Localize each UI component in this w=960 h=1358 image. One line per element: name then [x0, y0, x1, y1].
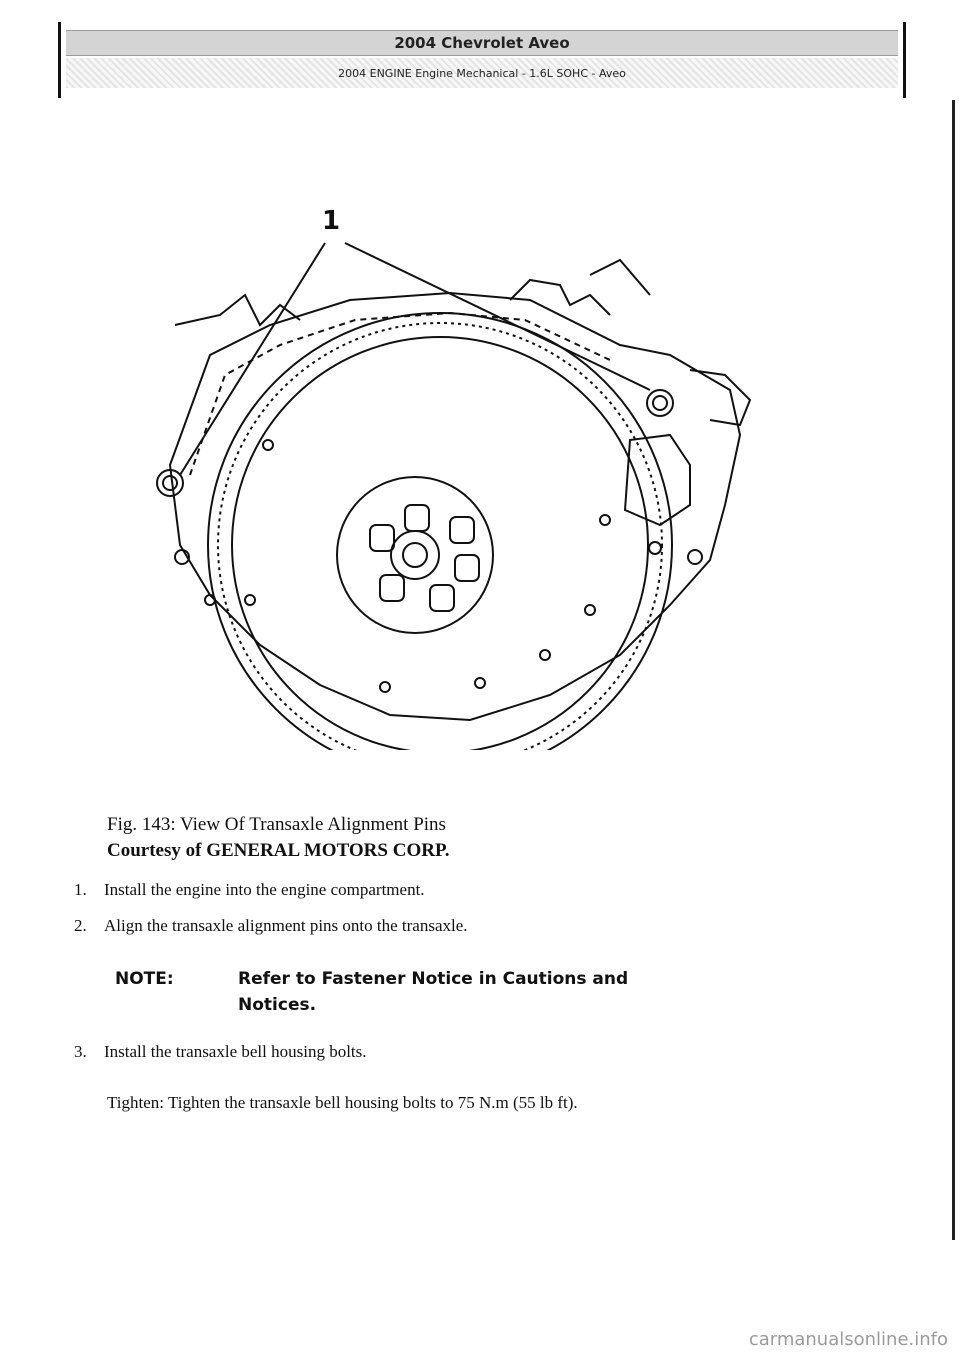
- transaxle-alignment-illustration: [156, 242, 752, 750]
- header-subtitle: 2004 ENGINE Engine Mechanical - 1.6L SOH…: [66, 58, 898, 88]
- step-1: 1. Install the engine into the engine com…: [74, 880, 425, 900]
- caption-title: Fig. 143: View Of Transaxle Alignment Pi…: [107, 814, 446, 835]
- figure-caption: Fig. 143: View Of Transaxle Alignment Pi…: [107, 812, 450, 864]
- header-left-rule: [58, 22, 61, 98]
- flywheel-face: [231, 336, 649, 750]
- header-title: 2004 Chevrolet Aveo: [66, 30, 898, 56]
- ring-gear-teeth: [217, 322, 663, 750]
- header-right-rule: [903, 22, 906, 98]
- housing-inner-edge: [189, 311, 611, 476]
- flywheel-hub: [336, 476, 494, 634]
- step-3: 3. Install the transaxle bell housing bol…: [74, 1042, 367, 1062]
- tighten-spec: Tighten: Tighten the transaxle bell hous…: [107, 1093, 578, 1112]
- bell-housing-outline: [168, 291, 742, 722]
- note-label: NOTE:: [115, 969, 174, 989]
- step-number: 3.: [74, 1042, 87, 1061]
- page-right-border: [952, 100, 955, 1240]
- callout-number: 1: [322, 206, 341, 236]
- step-text: Install the transaxle bell housing bolts…: [104, 1042, 367, 1061]
- crank-center: [390, 530, 440, 580]
- watermark: carmanualsonline.info: [748, 1329, 948, 1350]
- step-2: 2. Align the transaxle alignment pins ont…: [74, 916, 468, 936]
- caption-credit: Courtesy of GENERAL MOTORS CORP.: [107, 840, 450, 861]
- step-text: Align the transaxle alignment pins onto …: [104, 916, 468, 935]
- alignment-pin-right: [646, 389, 674, 417]
- note-text: Refer to Fastener Notice in Cautions and…: [238, 969, 629, 1015]
- ring-gear-outer: [207, 312, 673, 750]
- alignment-pin-left: [156, 469, 184, 497]
- step-number: 2.: [74, 916, 87, 935]
- step-number: 1.: [74, 880, 87, 899]
- step-text: Install the engine into the engine compa…: [104, 880, 425, 899]
- page-header: 2004 Chevrolet Aveo 2004 ENGINE Engine M…: [58, 22, 906, 98]
